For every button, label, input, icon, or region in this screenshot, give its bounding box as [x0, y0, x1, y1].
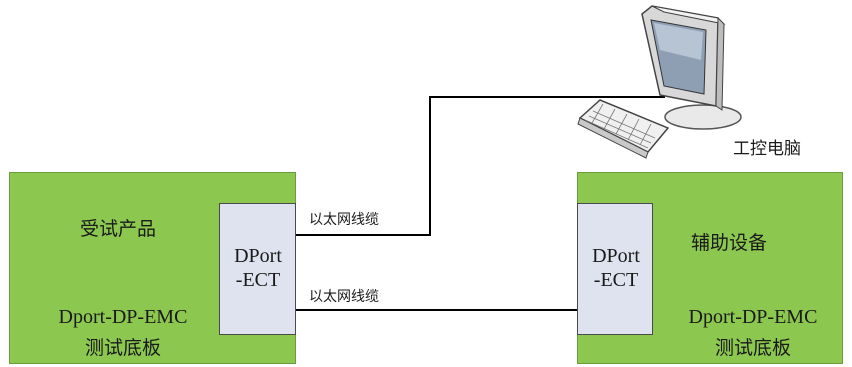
dport-ect-module-right: DPort -ECT [577, 203, 653, 335]
module-label-right: DPort -ECT [592, 245, 640, 291]
ethernet-cable-top [296, 96, 665, 236]
dut-board-name: Dport-DP-EMC [58, 306, 188, 328]
auxiliary-board-title: 辅助设备 [691, 232, 768, 254]
dport-ect-module-left: DPort -ECT [219, 203, 296, 335]
cable-bottom-label: 以太网线缆 [309, 289, 379, 305]
auxiliary-board-subtitle: 测试底板 [714, 337, 791, 359]
pc-label: 工控电脑 [733, 139, 801, 159]
dut-board-title: 受试产品 [80, 218, 157, 240]
cable-top-label: 以太网线缆 [309, 212, 379, 228]
desktop-computer-icon [577, 5, 742, 159]
dut-board-subtitle: 测试底板 [84, 337, 161, 359]
auxiliary-board-name: Dport-DP-EMC [688, 306, 818, 328]
module-label-left: DPort -ECT [234, 245, 282, 291]
